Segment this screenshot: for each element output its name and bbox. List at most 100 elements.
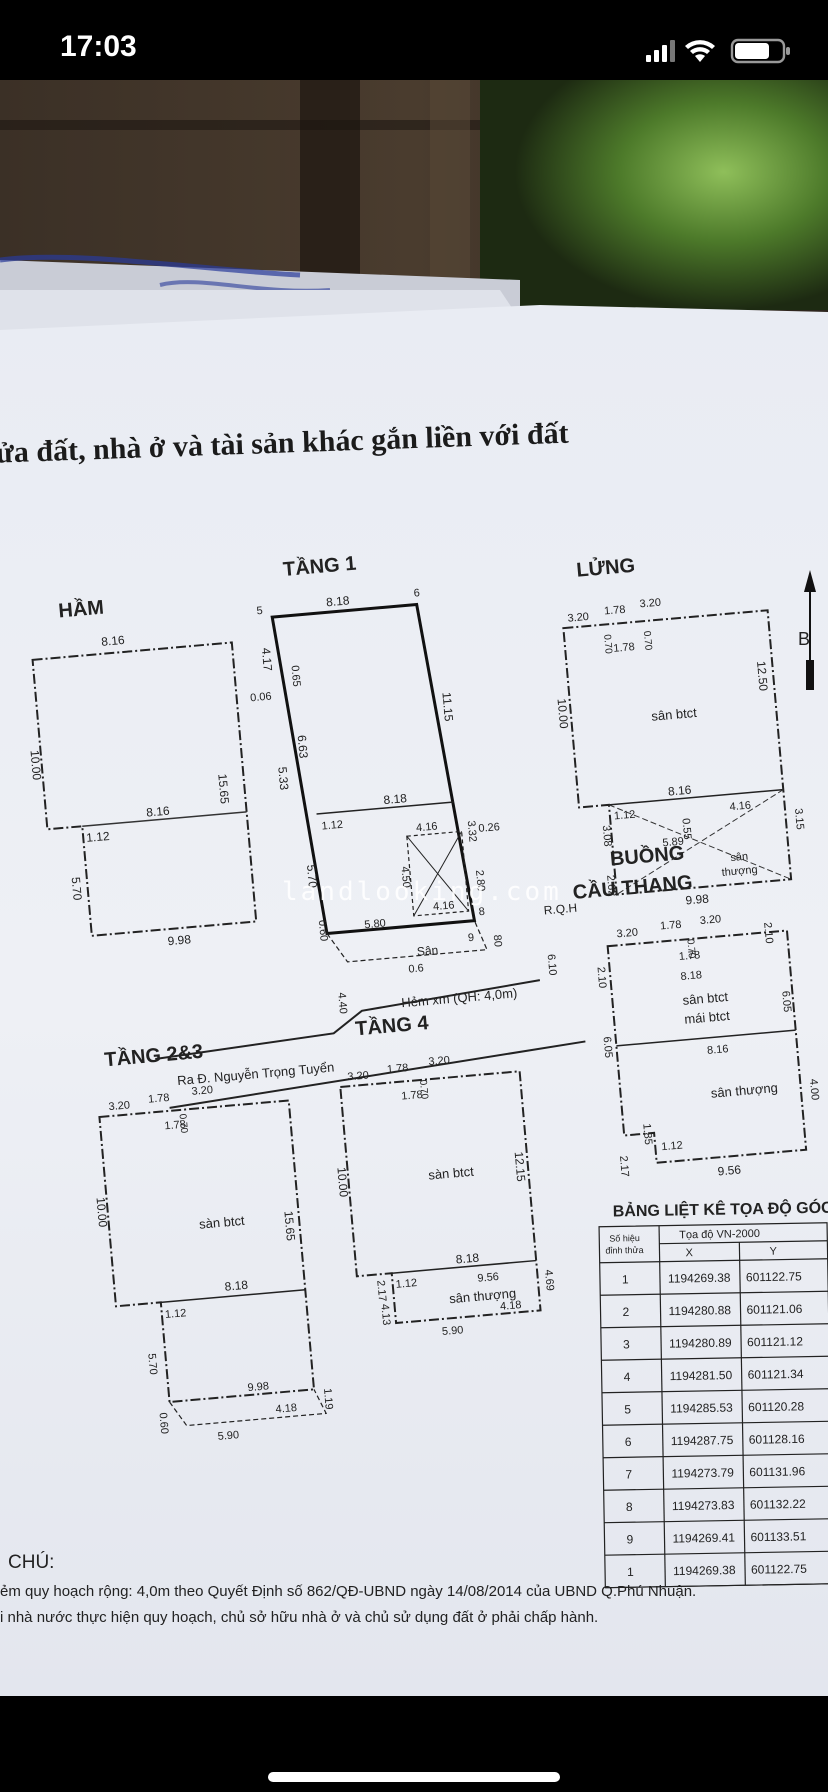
dim-text: 3.08 [600,825,614,847]
dim-text: 8.18 [326,593,351,609]
dim-text: 2.17 [617,1155,631,1177]
table-row: 9 1194269.41 601133.51 [626,1529,806,1546]
x-coordinate-cell: 1194280.89 [669,1336,732,1351]
dim-text: 4.00 [807,1078,821,1100]
point-label: 9 [467,932,474,944]
dim-text: 0.55 [679,818,693,840]
dim-text: 1.19 [321,1388,335,1410]
point-id-cell: 3 [623,1337,630,1351]
dim-text: 1.78 [604,604,626,618]
dim-text: 3.20 [567,611,589,625]
home-indicator[interactable] [268,1772,560,1782]
table-header-y: Y [769,1246,777,1258]
point-id-cell: 4 [624,1370,631,1384]
dim-text: 4.17 [259,647,275,672]
plan-tang1-san: Sân [416,943,438,959]
dim-text: 4.18 [500,1299,522,1313]
plan-ham: HẦM 8.16 10.00 15.65 8.16 1.12 5.70 9.98 [27,596,258,948]
dim-text: 3.20 [699,913,721,927]
dim-text: 10.00 [27,750,44,781]
dim-text: 2.80 [473,870,487,892]
y-coordinate-cell: 601120.28 [748,1399,804,1414]
notes-line-1: ẻm quy hoạch rộng: 4,0m theo Quyết Định … [0,1583,696,1600]
status-time: 17:03 [60,30,137,63]
dim-text: 10.00 [555,698,572,729]
dim-text: 8.16 [101,633,126,649]
y-coordinate-cell: 601131.96 [749,1464,805,1479]
dim-text: 1.12 [395,1277,417,1291]
status-icons [646,38,790,64]
dim-text: 1.12 [661,1139,683,1153]
plan-tang23-floor: sàn btct [199,1213,246,1232]
dim-text: 3.20 [616,927,638,941]
dim-text: 5.70 [304,864,320,889]
dim-text: 1.78 [164,1119,186,1133]
dim-text: 6.05 [779,990,793,1012]
dim-text: 8.16 [707,1043,729,1057]
coordinate-table-title: BẢNG LIỆT KÊ TỌA ĐỘ GÓC [613,1198,828,1221]
dim-text: 1.78 [678,949,700,963]
x-coordinate-cell: 1194273.79 [671,1466,734,1481]
green-plant [480,80,828,310]
point-label: 5 [256,605,263,617]
notes-label: CHÚ: [8,1551,54,1573]
x-coordinate-cell: 1194269.38 [673,1563,736,1578]
dim-text: 9.98 [247,1380,269,1394]
photo: ửa đất, nhà ở và tài sản khác gắn liền v… [0,80,828,1696]
table-row: 7 1194273.79 601131.96 [625,1464,805,1481]
dim-text: 0.70 [684,939,697,960]
plan-tang4-floor: sàn btct [428,1164,475,1183]
dim-text: 0.6 [408,962,424,975]
dim-text: 1.12 [321,819,343,833]
dim-text: 4.50 [398,866,412,888]
point-id-cell: 9 [626,1532,633,1546]
table-header-point-a: Số hiệu [609,1233,640,1244]
dim-text: 12.15 [512,1151,529,1182]
north-arrow-icon: B [798,570,816,690]
x-coordinate-cell: 1194287.75 [671,1433,734,1448]
table-header-x: X [685,1247,693,1259]
x-coordinate-cell: 1194269.41 [672,1531,735,1546]
dim-text: 9.56 [477,1271,499,1285]
plan-buong-floor-3: sân thượng [710,1080,778,1101]
coordinate-table: BẢNG LIỆT KÊ TỌA ĐỘ GÓC Số hiệu đỉnh thử… [598,1198,828,1589]
dim-text: 1.85 [640,1123,654,1145]
plan-buong-terrace-top-2: thượng [721,864,758,879]
dim-text: 8.16 [667,783,692,799]
dim-text: 0.60 [316,919,330,941]
plan-buong-floor-2: mái btct [684,1008,731,1027]
dim-text: 0.70 [417,1079,430,1100]
dim-text: 0.26 [478,821,500,835]
wifi-icon [685,40,715,62]
point-id-cell: 1 [622,1272,629,1286]
photo-background [0,80,828,340]
dim-text: 3.20 [347,1069,369,1083]
dim-text: 3.15 [792,808,806,830]
dim-text: 3.32 [465,820,479,842]
x-coordinate-cell: 1194269.38 [668,1271,731,1286]
cellular-signal-icon [646,40,675,62]
dim-text: 8.18 [383,791,408,807]
plan-lung: LỬNG 3.20 1.78 3.20 0.70 0.70 1.78 12.50… [555,553,806,908]
dim-text: 11.15 [439,692,456,723]
dim-text: 0.70 [641,630,654,651]
dim-text: 4.16 [729,799,751,813]
y-coordinate-cell: 601133.51 [750,1529,806,1544]
dim-text: 1.78 [660,919,682,933]
dim-text: 2.10 [761,922,775,944]
x-coordinate-cell: 1194273.83 [672,1498,735,1513]
point-id-cell: 2 [622,1305,629,1319]
dim-text: 5.89 [662,835,684,849]
dim-text: 5.90 [442,1324,464,1338]
dim-text: 1.12 [86,829,111,845]
point-id-cell: 7 [625,1467,632,1481]
dim-text: 80 [491,934,504,947]
dim-text: 2.62 [604,874,618,896]
dim-text: 8.16 [146,804,171,820]
plan-buong-floor-1: sân btct [682,989,729,1008]
point-id-cell: 6 [625,1435,632,1449]
